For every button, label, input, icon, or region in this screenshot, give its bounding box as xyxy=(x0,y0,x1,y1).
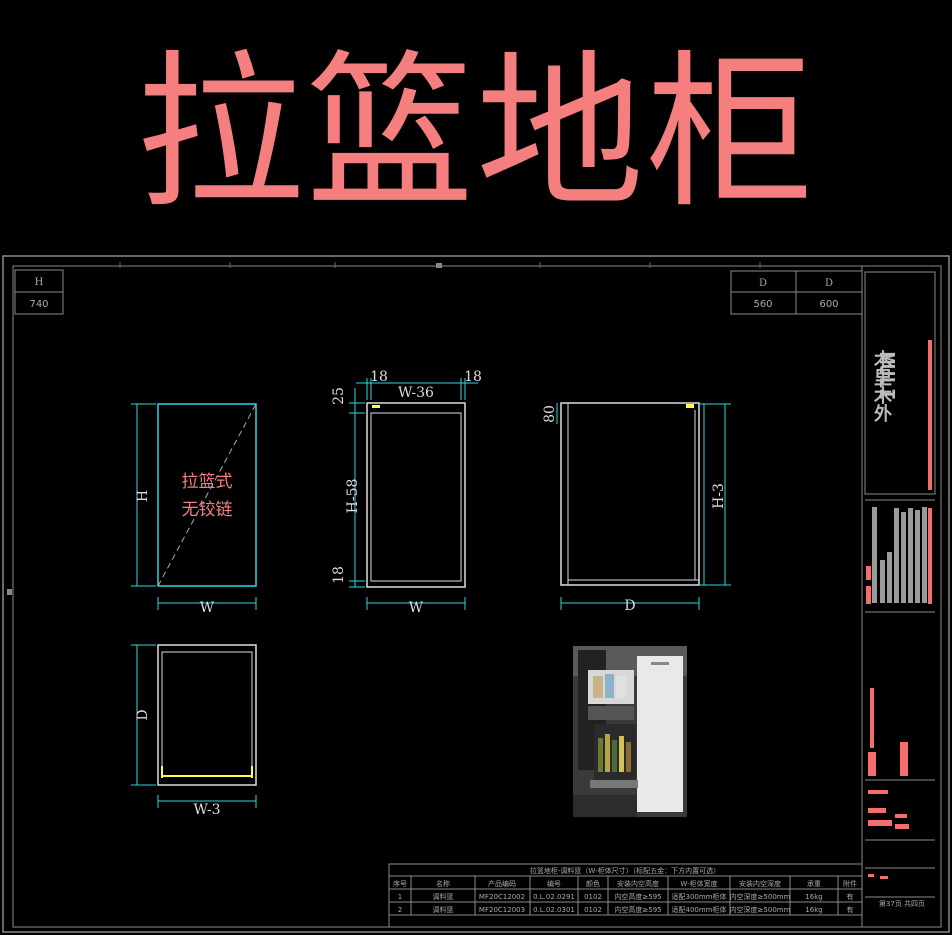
table-header-2: 产品编码 xyxy=(488,879,516,888)
product-photo xyxy=(573,646,687,817)
table-header-4: 颜色 xyxy=(586,879,600,888)
depth-box: D D 560 600 xyxy=(730,270,863,315)
depth-view: H-3 80 D xyxy=(542,402,731,614)
front-view-dim-h: H xyxy=(135,490,151,502)
table-cell: 适配300mm柜体 xyxy=(672,892,727,901)
inner-frame xyxy=(12,265,942,928)
depth-dim-h: H-3 xyxy=(711,483,727,509)
table-cell: 内空深度≥500mm xyxy=(730,892,791,901)
table-cell: 调料篮 xyxy=(433,892,454,901)
front-view-hinge-diagonal xyxy=(157,403,257,587)
depth-header-1: D xyxy=(759,278,767,289)
plan-dim-w: W-3 xyxy=(193,802,220,818)
carcass-dim-right: 18 xyxy=(464,369,482,385)
table-header-0: 序号 xyxy=(393,879,407,888)
carcass-inner xyxy=(370,412,462,582)
plan-outer xyxy=(157,644,257,786)
page-title: 拉篮地柜 xyxy=(136,35,816,231)
depth-dim-top: 80 xyxy=(542,405,558,423)
carcass-dim-top: 25 xyxy=(331,387,347,405)
table-cell: 2 xyxy=(398,906,402,914)
plan-view: D W-3 xyxy=(131,644,257,818)
carcass-dim-bottom: 18 xyxy=(331,566,347,584)
table-header-1: 名称 xyxy=(436,879,450,888)
title-block: MULI 第37页 共四页 xyxy=(861,266,936,927)
top-ruler xyxy=(119,262,761,268)
table-cell: 0.L.02.0291 xyxy=(533,893,575,901)
table-header-5: 安装内空高度 xyxy=(617,879,659,888)
front-view-outline xyxy=(157,403,257,587)
carcass-dim-h: H-58 xyxy=(345,479,361,514)
top-center-mark xyxy=(436,263,442,268)
carcass-dim-mid: W-36 xyxy=(398,385,434,401)
table-cell: 内空高度≥595 xyxy=(614,905,661,914)
front-view: 拉篮式 无铰链 H W xyxy=(131,403,257,616)
brand-name-en: MULI xyxy=(875,352,899,400)
table-cell: 适配400mm柜体 xyxy=(672,905,727,914)
height-box-header: H xyxy=(35,277,44,288)
table-cell: 调料篮 xyxy=(433,905,454,914)
brand-name-cn: 木里木外 xyxy=(874,350,892,425)
plan-dim-d: D xyxy=(135,709,151,720)
front-view-dim-w: W xyxy=(200,600,215,616)
table-cell: 内空深度≥500mm xyxy=(730,905,791,914)
front-view-label-2: 无铰链 xyxy=(182,500,233,520)
table-cell: 1 xyxy=(398,893,402,901)
table-header-9: 附件 xyxy=(843,879,857,888)
carcass-view: 18 W-36 18 25 H-58 18 W xyxy=(331,369,482,616)
page-label: 第37页 共四页 xyxy=(879,899,925,908)
table-cell: 0102 xyxy=(584,906,602,914)
front-view-label-1: 拉篮式 xyxy=(182,472,233,492)
table-header-6: W-柜体宽度 xyxy=(680,879,717,888)
depth-value-1: 560 xyxy=(753,299,772,310)
left-center-mark xyxy=(7,589,12,595)
carcass-dim-w: W xyxy=(409,600,424,616)
carcass-outer xyxy=(366,402,466,588)
table-cell: 0.L.02.0301 xyxy=(533,906,575,914)
table-cell: 有 xyxy=(847,905,854,914)
brand-accent-bar xyxy=(928,340,932,490)
table-header-7: 安装内空深度 xyxy=(739,879,781,888)
carcass-dim-left: 18 xyxy=(370,369,388,385)
spec-table: 拉篮地柜-调料篮（W-柜体尺寸）（标配五金：下方内置可选） 序号 名称 产品编码… xyxy=(388,863,863,928)
table-header-8: 承重 xyxy=(807,879,821,888)
carcass-rail-mark xyxy=(372,405,380,408)
table-cell: MF20C12003 xyxy=(479,906,525,914)
table-cell: 16kg xyxy=(805,893,822,901)
table-cell: 内空高度≥595 xyxy=(614,892,661,901)
depth-value-2: 600 xyxy=(819,299,838,310)
table-cell: 有 xyxy=(847,892,854,901)
table-title: 拉篮地柜-调料篮（W-柜体尺寸）（标配五金：下方内置可选） xyxy=(530,866,720,875)
table-header-3: 编号 xyxy=(547,879,561,888)
height-box: H 740 xyxy=(14,269,64,315)
bar-strip xyxy=(872,507,927,603)
depth-rail-mark xyxy=(686,404,694,408)
depth-header-2: D xyxy=(825,278,833,289)
table-cell: MF20C12002 xyxy=(479,893,525,901)
table-cell: 16kg xyxy=(805,906,822,914)
depth-dim-d: D xyxy=(624,598,635,614)
table-cell: 0102 xyxy=(584,893,602,901)
outer-frame xyxy=(2,255,950,933)
depth-outer xyxy=(560,402,700,586)
height-box-value: 740 xyxy=(29,299,48,310)
